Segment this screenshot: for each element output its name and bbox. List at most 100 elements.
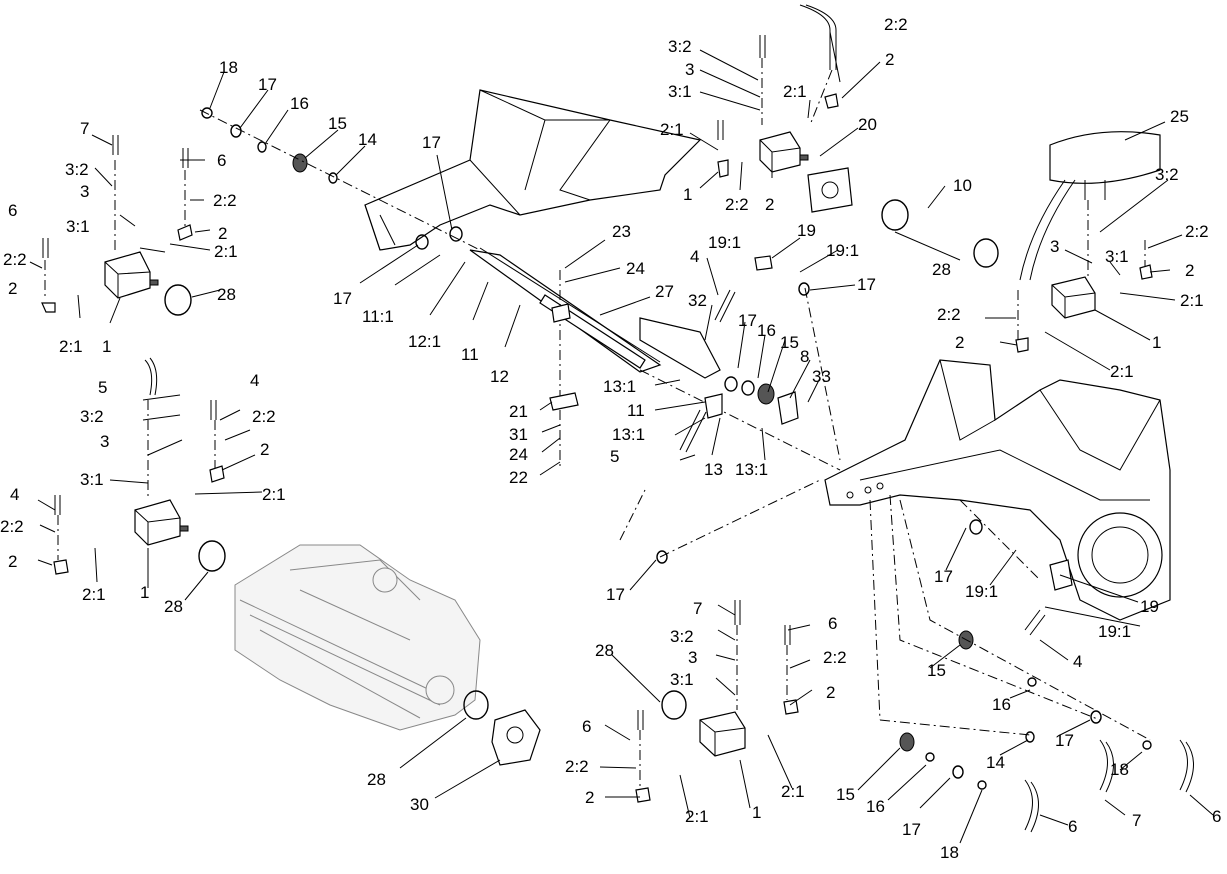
callout-label: 4 [10,485,19,504]
callout-label: 17 [902,820,921,839]
callout-label: 2:1 [82,585,106,604]
callout-label: 24 [626,259,645,278]
callout-label: 17 [857,275,876,294]
callout-label: 2:1 [1110,362,1134,381]
callout-label: 3 [80,182,89,201]
callout-label: 16 [757,321,776,340]
callout-label: 6 [8,201,17,220]
callout-label: 7 [80,119,89,138]
callout-label: 19:1 [708,233,741,252]
callout-label: 15 [780,333,799,352]
mount-plates [777,167,853,425]
callout-label: 2:2 [252,407,276,426]
callout-label: 2:1 [1180,291,1204,310]
callout-label: 28 [367,770,386,789]
callout-label: 20 [858,115,877,134]
hydraulic-tank [1019,131,1161,281]
callout-label: 3:1 [80,470,104,489]
callout-label: 13:1 [603,377,636,396]
callout-label: 15 [836,785,855,804]
callout-label: 12 [490,367,509,386]
callout-label: 2:1 [660,120,684,139]
callout-label: 2 [1185,261,1194,280]
callout-label: 2 [8,552,17,571]
callout-label: 11 [627,401,645,420]
callout-label: 24 [509,445,528,464]
callout-labels: 18 17 16 15 14 7 6 3:2 3 2:2 3:1 2 2:1 6… [0,15,1221,862]
assembly-lines [44,58,1151,790]
motor-top-left [104,251,159,299]
callout-label: 3 [1050,237,1059,256]
callout-label: 1 [102,337,111,356]
callout-label: 17 [934,567,953,586]
callout-label: 19:1 [826,241,859,260]
callout-label: 18 [1110,760,1129,779]
callout-label: 2:2 [3,250,27,269]
callout-label: 6 [582,717,591,736]
callout-label: 31 [509,425,528,444]
callout-label: 17 [333,289,352,308]
callout-label: 32 [688,291,707,310]
callout-label: 2:2 [1185,222,1209,241]
callout-label: 4 [1073,652,1082,671]
callout-label: 18 [219,58,238,77]
callout-label: 2:2 [823,648,847,667]
callout-label: 1 [140,583,149,602]
callout-label: 13:1 [612,425,645,444]
callout-label: 17 [422,133,441,152]
callout-label: 28 [164,597,183,616]
callout-label: 1 [683,185,692,204]
callout-label: 5 [610,447,619,466]
callout-label: 19 [1140,597,1159,616]
motor-right [1051,276,1096,319]
callout-label: 2:1 [59,337,83,356]
callout-label: 17 [606,585,625,604]
callout-label: 2 [260,440,269,459]
callout-label: 13 [704,460,723,479]
callout-label: 28 [217,285,236,304]
callout-label: 16 [290,94,309,113]
callout-label: 3:1 [1105,247,1129,266]
callout-label: 2:1 [262,485,286,504]
callout-label: 17 [1055,731,1074,750]
callout-label: 7 [1132,811,1141,830]
reel-cutting-unit [234,544,481,731]
hydraulic-hoses [42,4,1194,833]
callout-label: 3 [100,432,109,451]
callout-label: 6 [217,151,226,170]
callout-label: 23 [612,222,631,241]
callout-label: 2:2 [937,305,961,324]
callout-label: 33 [812,367,831,386]
callout-label: 3:2 [668,37,692,56]
callout-label: 18 [940,843,959,862]
callout-label: 6 [828,614,837,633]
callout-label: 6 [1068,817,1077,836]
motor-top-center [759,131,809,173]
callout-label: 2:2 [725,195,749,214]
callout-label: 11:1 [362,307,394,326]
callout-label: 28 [595,641,614,660]
callout-label: 2 [218,224,227,243]
callout-label: 3 [688,648,697,667]
callout-label: 2:1 [685,807,709,826]
callout-label: 5 [98,378,107,397]
callout-label: 10 [953,176,972,195]
callout-label: 3:2 [670,627,694,646]
callout-label: 27 [655,282,674,301]
callout-label: 2:2 [884,15,908,34]
motor-mid-left [134,499,189,546]
callout-label: 2 [8,279,17,298]
callout-label: 3:2 [1155,165,1179,184]
callout-label: 1 [1152,333,1161,352]
callout-label: 3:1 [670,670,694,689]
callout-label: 2:1 [214,242,238,261]
o-rings [164,124,1102,779]
callout-label: 8 [800,347,809,366]
callout-label: 15 [328,114,347,133]
callout-label: 17 [738,311,757,330]
callout-label: 3:2 [65,160,89,179]
callout-label: 2:1 [781,782,805,801]
callout-label: 2 [826,683,835,702]
callout-label: 3:2 [80,407,104,426]
